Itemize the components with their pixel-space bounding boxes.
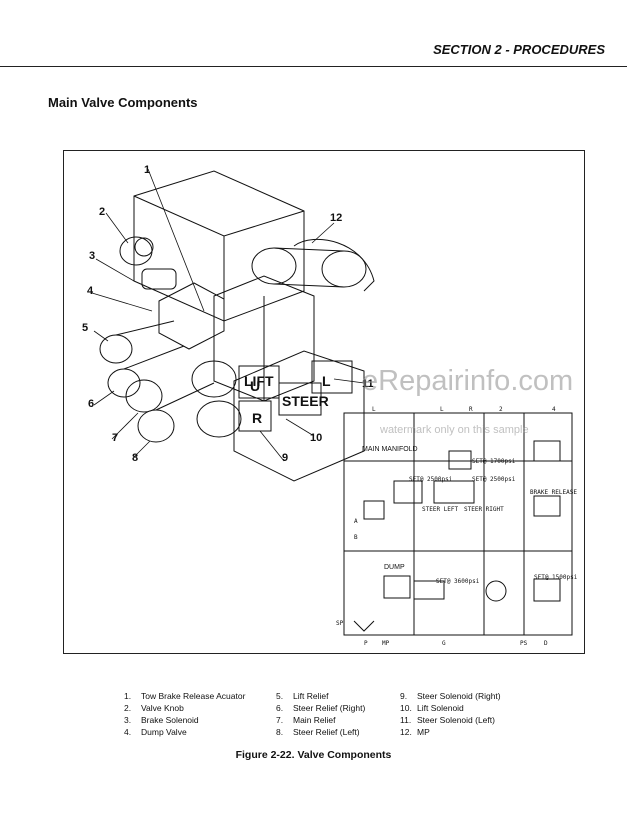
schematic-set-2500b: SET@ 2500psi: [472, 476, 516, 483]
callout-7: 7: [112, 432, 119, 444]
valve-label-lift: LIFT: [244, 373, 274, 389]
schematic-port-l2: L: [440, 406, 444, 413]
callout-1: 1: [144, 164, 151, 176]
legend-item: 8.Steer Relief (Left): [276, 727, 360, 737]
valve-label-l: L: [322, 373, 331, 389]
legend-item: 12.MP: [400, 727, 430, 737]
schematic-port-l1: L: [372, 406, 376, 413]
valve-label-steer: STEER: [282, 393, 329, 409]
legend-column-3: 9.Steer Solenoid (Right) 10.Lift Solenoi…: [400, 690, 501, 738]
schematic-port-g: G: [442, 640, 446, 647]
schematic-port-d: D: [544, 640, 548, 647]
schematic-set-1700: SET@ 1700psi: [472, 458, 516, 465]
legend-item: 1.Tow Brake Release Acuator: [124, 691, 246, 701]
schematic-set-2500a: SET@ 2500psi: [409, 476, 453, 483]
schematic-brake-release-label: BRAKE RELEASE: [530, 489, 577, 496]
schematic-port-ps: PS: [520, 640, 528, 647]
schematic-port-a: A: [354, 518, 358, 525]
valve-illustration: MAIN MANIFOLD DUMP STEER LEFT STEER RIGH…: [91, 168, 578, 647]
legend-item: 5.Lift Relief: [276, 691, 329, 701]
callout-12: 12: [330, 212, 343, 224]
callout-3: 3: [89, 250, 96, 262]
legend-item: 2.Valve Knob: [124, 703, 184, 713]
valve-label-r: R: [252, 410, 262, 426]
schematic-port-r: R: [469, 406, 473, 413]
callout-11: 11: [362, 378, 374, 390]
schematic-steer-right-label: STEER RIGHT: [464, 506, 504, 513]
callout-8: 8: [132, 452, 139, 464]
schematic-set-1500: SET@ 1500psi: [534, 574, 578, 581]
section-header: SECTION 2 - PROCEDURES: [433, 42, 605, 57]
schematic-port-mp: MP: [382, 640, 390, 647]
callout-2: 2: [99, 206, 106, 218]
legend-item: 7.Main Relief: [276, 715, 336, 725]
figure-frame: MAIN MANIFOLD DUMP STEER LEFT STEER RIGH…: [63, 150, 585, 654]
schematic-port-4: 4: [552, 406, 556, 413]
schematic-port-b: B: [354, 534, 358, 541]
callout-6: 6: [88, 398, 95, 410]
schematic-port-sp: SP: [336, 620, 344, 627]
callout-4: 4: [87, 285, 94, 297]
legend-item: 3.Brake Solenoid: [124, 715, 199, 725]
callout-9: 9: [282, 452, 289, 464]
watermark-note: watermark only on this sample: [380, 424, 529, 436]
legend-column-1: 1.Tow Brake Release Acuator 2.Valve Knob…: [124, 690, 245, 738]
figure-caption: Figure 2-22. Valve Components: [235, 749, 392, 761]
callout-5: 5: [82, 322, 89, 334]
schematic-port-2: 2: [499, 406, 503, 413]
legend-column-2: 5.Lift Relief 6.Steer Relief (Right) 7.M…: [276, 690, 365, 738]
page-title: Main Valve Components: [48, 95, 198, 110]
schematic-set-3600: SET@ 3600psi: [436, 578, 480, 585]
legend-item: 4.Dump Valve: [124, 727, 187, 737]
header-rule: [0, 66, 627, 67]
schematic-dump-label: DUMP: [384, 564, 405, 571]
valve-label-u: U: [250, 378, 260, 394]
legend-item: 10.Lift Solenoid: [400, 703, 464, 713]
legend-item: 6.Steer Relief (Right): [276, 703, 366, 713]
schematic-main-manifold-label: MAIN MANIFOLD: [362, 446, 418, 453]
callout-10: 10: [310, 432, 323, 444]
schematic-steer-left-label: STEER LEFT: [422, 506, 459, 513]
legend-item: 11.Steer Solenoid (Left): [400, 715, 495, 725]
watermark-site: eRepairinfo.com: [362, 365, 574, 397]
schematic-port-p: P: [364, 640, 368, 647]
legend-item: 9.Steer Solenoid (Right): [400, 691, 501, 701]
